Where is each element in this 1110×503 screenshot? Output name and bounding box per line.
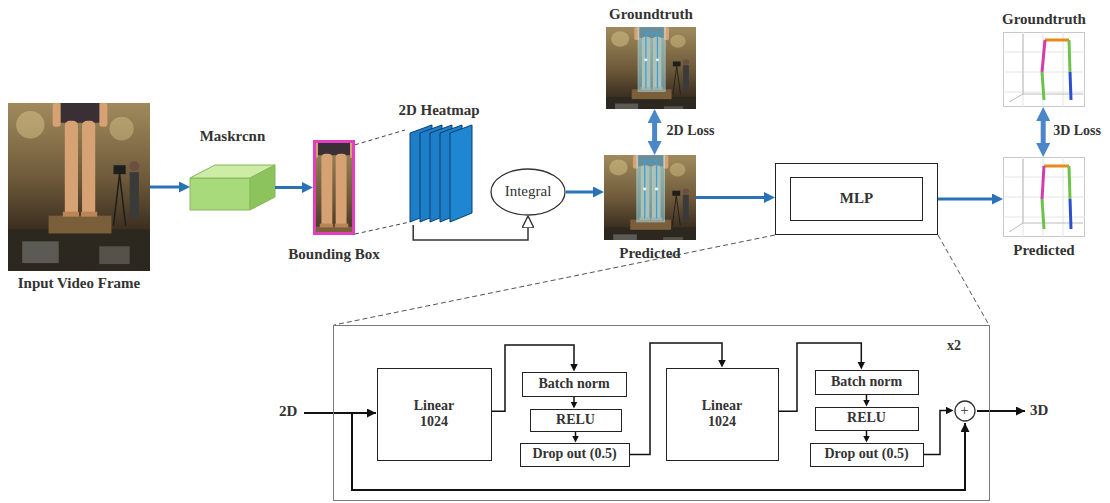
integral-ellipse-shape	[491, 169, 565, 215]
connector	[696, 196, 768, 199]
video-frame-photo-part	[8, 103, 150, 271]
heatmap-stack-part	[450, 125, 472, 222]
node-label: Batch norm	[831, 374, 902, 390]
mlp-block: MLP	[775, 163, 938, 235]
maskrcnn-cube-part	[250, 165, 275, 210]
groundtruth-2d-photo	[606, 27, 696, 120]
caption-label: Maskrcnn	[200, 128, 266, 145]
predicted-3d-plot-part	[1070, 199, 1071, 229]
batchnorm-box: Batch norm	[815, 370, 919, 395]
dropout-box: Drop out (0.5)	[810, 443, 924, 467]
groundtruth-3d-plot-part	[1042, 40, 1045, 72]
node-label: +	[960, 402, 968, 419]
connector	[866, 431, 868, 439]
predicted-3d-plot-part	[1009, 159, 1083, 232]
connector	[275, 186, 306, 189]
predicted-3d-plot-part	[1042, 166, 1044, 199]
groundtruth-3d-plot-part	[1042, 72, 1044, 100]
groundtruth-3d-plot-part	[1009, 34, 1083, 102]
groundtruth-3d-plot-part	[1045, 39, 1069, 42]
connector	[924, 411, 949, 455]
connector	[575, 432, 577, 439]
groundtruth-3d-plot-part	[1070, 72, 1071, 100]
connector	[413, 225, 528, 240]
cropped-person-photo-part	[274, 140, 392, 269]
mlp-detail-panel: x2Linear 1024 Batch normRELU Drop out (0.5…	[333, 325, 990, 501]
predicted-3d-plot-box: Predicted	[1003, 157, 1085, 237]
predicted-3d-plot-part	[1042, 199, 1044, 229]
groundtruth-3d-plot	[1003, 32, 1085, 107]
maskrcnn-cube-part	[190, 178, 250, 210]
node-label: RELU	[556, 412, 595, 428]
linear-layer: Linear 1024	[377, 368, 492, 461]
node-label: Linear 1024	[399, 398, 469, 430]
loss-label: 2D Loss	[665, 123, 717, 139]
batchnorm-box: Batch norm	[522, 372, 627, 397]
zoom-leader-line	[938, 235, 989, 325]
groundtruth-3d-plot-part	[1069, 40, 1070, 72]
caption-label: Input Video Frame	[18, 275, 141, 292]
caption-label: Predicted	[619, 245, 680, 262]
video-frame: Input Video Frame	[8, 103, 150, 271]
sum-circle: +	[954, 400, 976, 422]
maskrcnn-cube	[190, 165, 275, 210]
caption-label: 2D Heatmap	[398, 102, 479, 119]
projection-line	[355, 222, 410, 234]
connector	[938, 198, 996, 201]
node-label: RELU	[847, 410, 886, 426]
relu-box: RELU	[530, 409, 622, 432]
connector	[573, 397, 575, 405]
zoom-leader-line	[334, 235, 775, 325]
connector	[355, 130, 405, 145]
predicted-2d-photo	[604, 155, 696, 251]
connector	[150, 186, 183, 189]
predicted-3d-plot-part	[1044, 165, 1069, 168]
predicted-3d-plot	[1003, 157, 1085, 237]
groundtruth-3d-plot-part	[1003, 32, 1085, 107]
connector	[566, 191, 597, 194]
relu-box: RELU	[815, 407, 919, 431]
caption-label: Groundtruth	[609, 6, 693, 23]
output-wire	[977, 410, 1025, 412]
predicted-2d-image: Predicted	[604, 155, 696, 240]
predicted-2d-photo-part	[604, 155, 696, 251]
heatmap-stack	[410, 125, 472, 222]
predicted-3d-plot-part	[1069, 166, 1070, 199]
groundtruth-3d-plot-box: Groundtruth	[1003, 32, 1085, 107]
node-label: Integral	[505, 183, 552, 200]
node-label: MLP	[790, 177, 923, 221]
predicted-3d-plot-part	[1003, 157, 1085, 237]
sum-circle-shape	[955, 401, 975, 421]
cropped-person-photo	[274, 140, 392, 269]
node-label: Drop out (0.5)	[532, 446, 616, 462]
caption-label: Predicted	[1013, 242, 1074, 259]
linear-layer: Linear 1024	[666, 368, 779, 461]
dropout-box: Drop out (0.5)	[520, 443, 630, 467]
connector	[652, 117, 657, 146]
input-wire	[304, 412, 376, 414]
predicted-3d-plot-part	[1004, 158, 1085, 237]
node-label: Batch norm	[538, 376, 609, 392]
connector	[1041, 115, 1046, 148]
connector	[866, 395, 868, 403]
output-label: 3D	[1030, 402, 1048, 419]
caption-label: Bounding Box	[288, 246, 379, 263]
loss-label: 3D Loss	[1051, 123, 1103, 139]
node-label: Linear 1024	[687, 398, 757, 430]
node-label: Drop out (0.5)	[824, 446, 908, 462]
caption-label: Groundtruth	[1002, 11, 1086, 28]
groundtruth-2d-image: Groundtruth	[606, 27, 696, 109]
groundtruth-3d-plot-part	[1004, 33, 1085, 107]
video-frame-photo	[8, 103, 150, 271]
heatmap-block: 2D Heatmap	[405, 125, 473, 225]
maskrcnn-block: Maskrcnn	[190, 165, 275, 210]
input-label: 2D	[279, 403, 297, 420]
predicted-2d-photo-part	[637, 155, 665, 222]
integral-ellipse: Integral	[490, 168, 566, 216]
bounding-box: Bounding Box	[313, 140, 355, 235]
groundtruth-2d-photo-part	[606, 27, 696, 120]
repeat-count: x2	[947, 338, 961, 354]
groundtruth-2d-photo-part	[638, 27, 665, 92]
